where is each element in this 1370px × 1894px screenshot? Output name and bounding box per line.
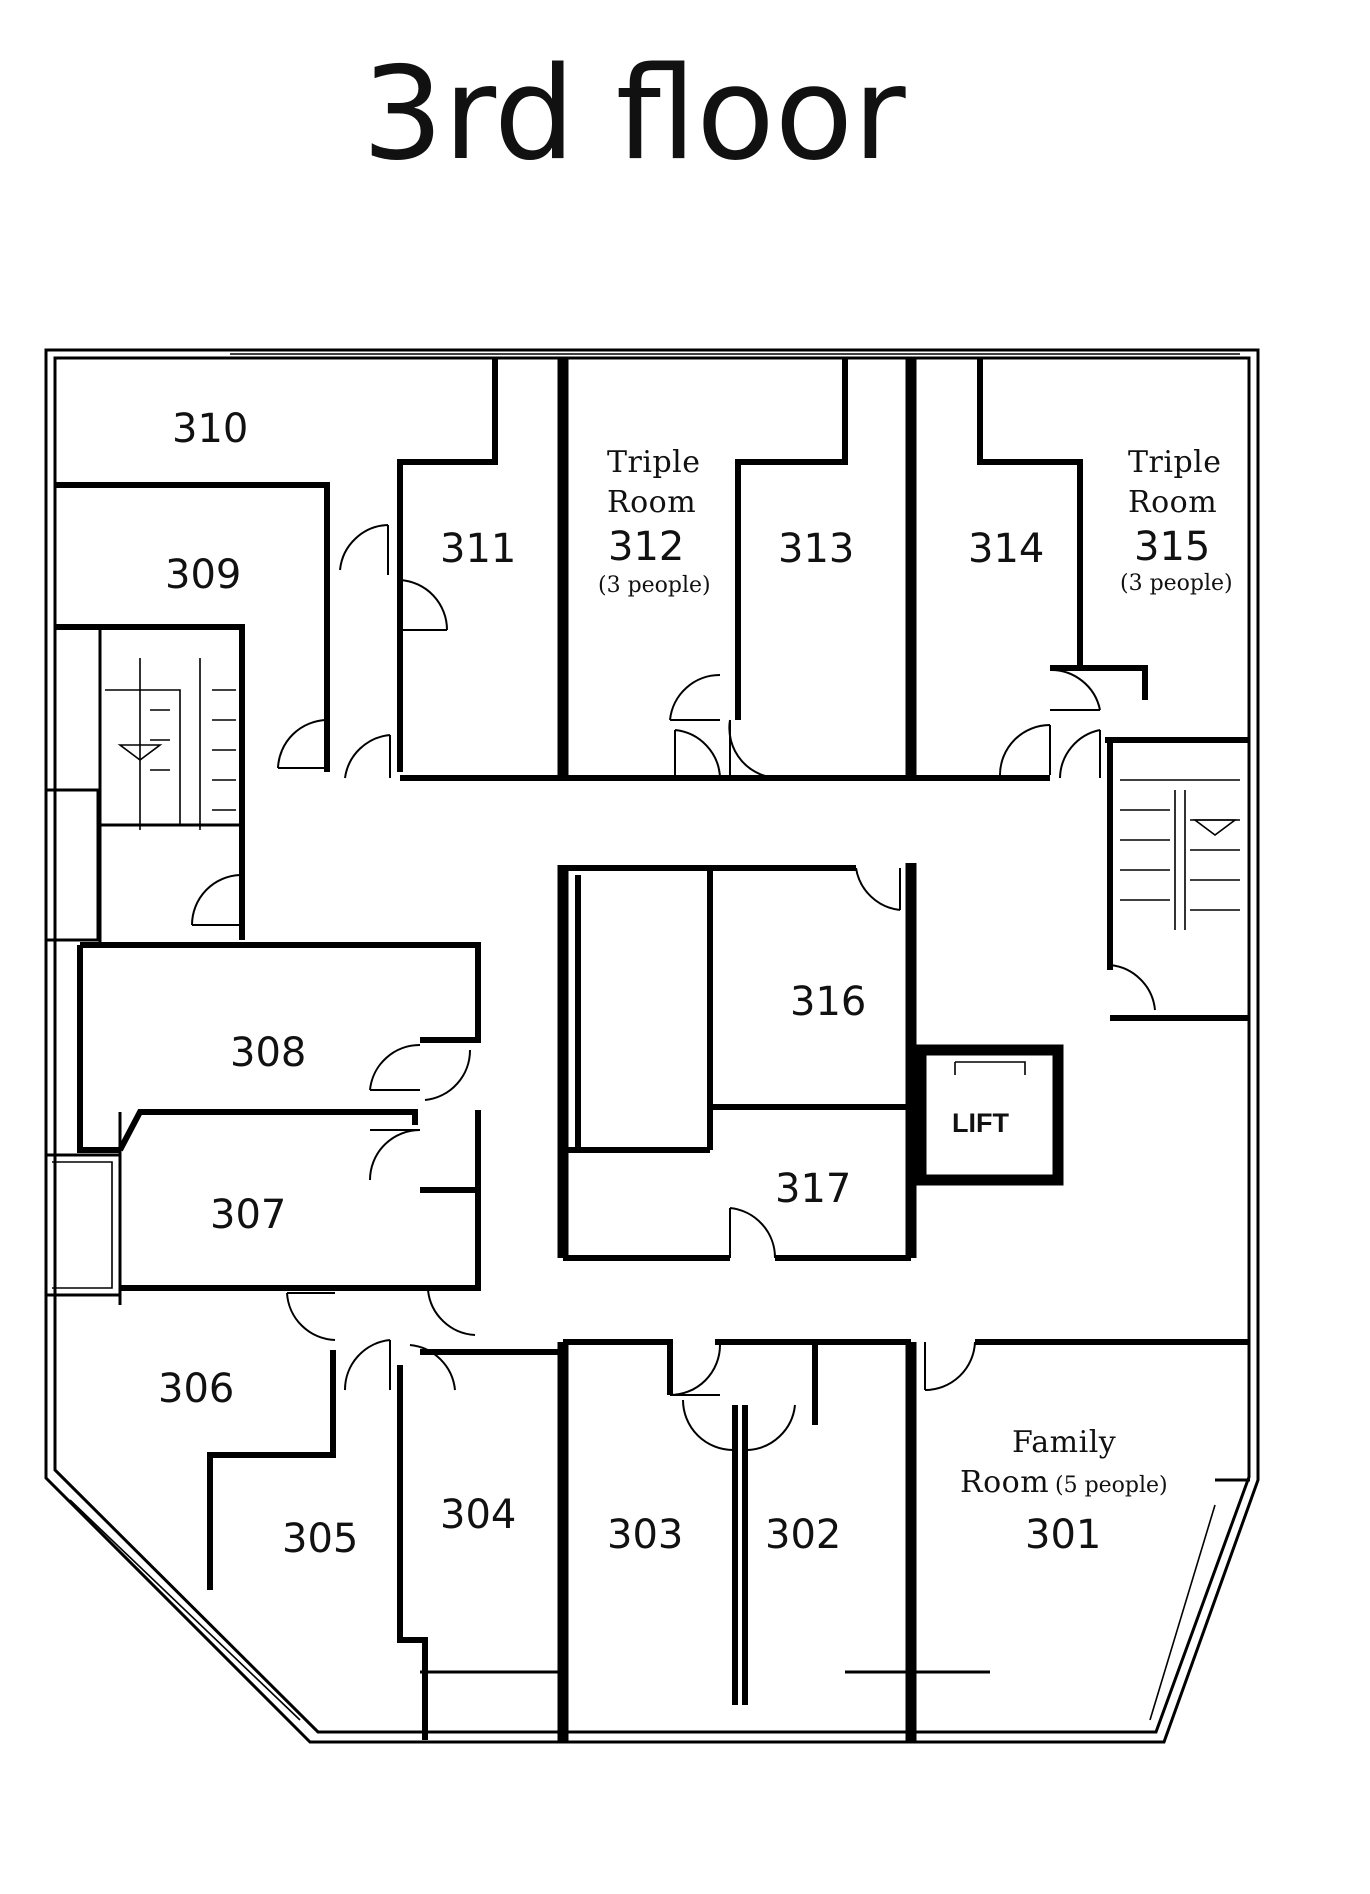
room-308-number: 308 [230, 1030, 306, 1076]
rooms-307-308 [77, 942, 481, 1291]
room-315-capacity: (3 people) [1120, 571, 1233, 596]
room-301-type-line1: Family [1012, 1425, 1116, 1460]
room-307-number: 307 [210, 1192, 286, 1238]
room-315-type-line2: Room [1128, 485, 1217, 520]
room-309-number: 309 [165, 552, 241, 598]
room-304-number: 304 [440, 1492, 516, 1538]
rooms-316-317 [557, 863, 1064, 1261]
room-314-number: 314 [968, 526, 1044, 572]
room-315-number: 315 [1134, 524, 1210, 570]
page-title: 3rd floor [362, 40, 906, 189]
room-316-number: 316 [790, 979, 866, 1025]
room-312-capacity: (3 people) [598, 573, 711, 598]
room-315-type-line1: Triple [1128, 445, 1222, 480]
room-311-number: 311 [440, 526, 516, 572]
room-310-number: 310 [172, 406, 248, 452]
room-305-number: 305 [282, 1516, 358, 1562]
room-312-type-line2: Room [607, 485, 696, 520]
room-302-number: 302 [765, 1512, 841, 1558]
room-313-number: 313 [778, 526, 854, 572]
rooms-309-310 [55, 358, 498, 945]
room-303-number: 303 [607, 1512, 683, 1558]
room-312-number: 312 [608, 524, 684, 570]
rooms-311-315 [400, 358, 1250, 1021]
room-317-number: 317 [775, 1166, 851, 1212]
outer-walls [44, 348, 1260, 1744]
room-312-type-line1: Triple [607, 445, 701, 480]
room-301-number: 301 [1025, 1512, 1101, 1558]
room-301-type-line2: Room [960, 1465, 1049, 1500]
room-306-number: 306 [158, 1366, 234, 1412]
rooms-301-306 [118, 1295, 1250, 1742]
room-301-capacity: (5 people) [1055, 1473, 1168, 1498]
door-swings [190, 524, 1156, 1451]
lift-label: LIFT [952, 1108, 1009, 1138]
